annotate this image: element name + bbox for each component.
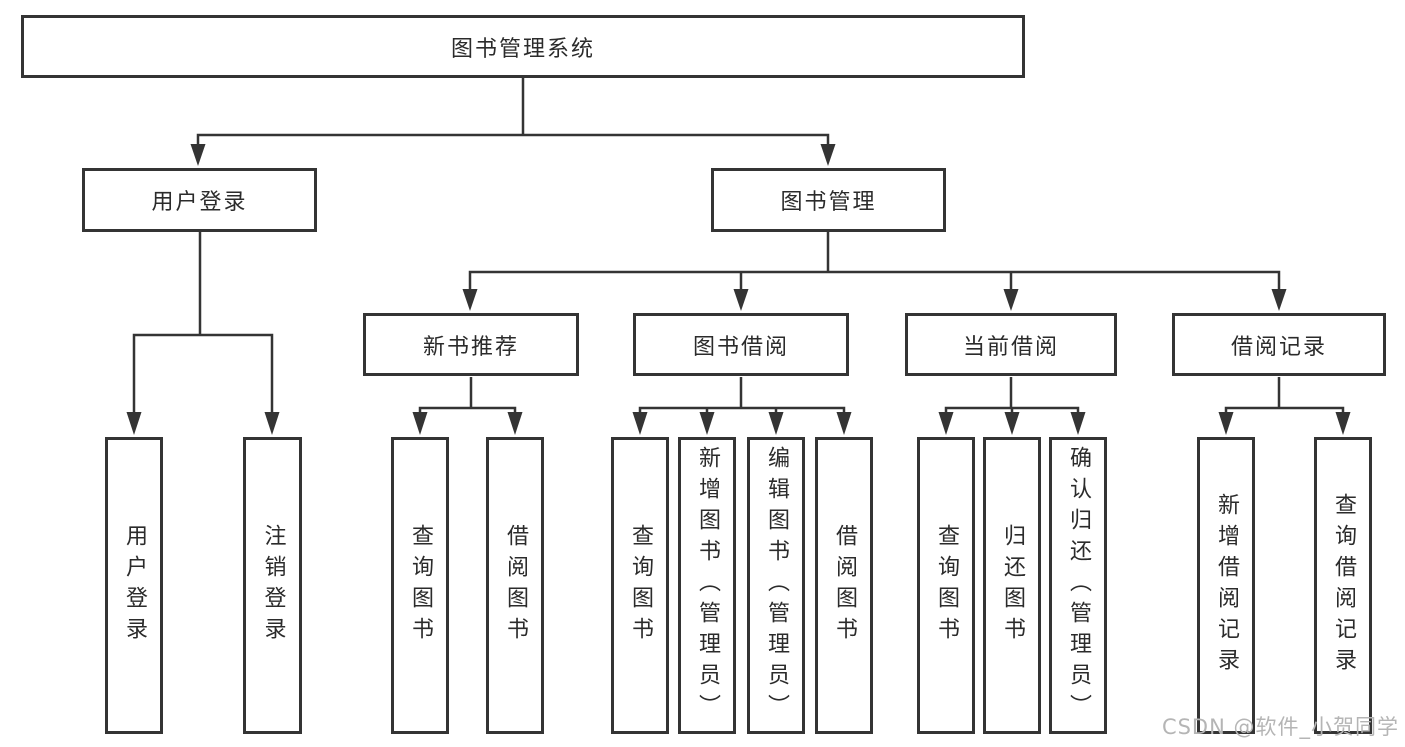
leaf-label: 注销登录 [260,523,286,648]
leaf-label: 新增图书（管理员） [695,446,720,725]
node-book-borrow: 图书借阅 [633,313,849,376]
leaf-label: 查询图书 [628,523,653,648]
leaf-label: 归还图书 [1000,523,1025,648]
leaf-label: 用户登录 [122,523,147,648]
leaf-confirm-return-admin: 确认归还（管理员） [1049,437,1107,734]
leaf-edit-book-admin: 编辑图书（管理员） [747,437,805,734]
node-root: 图书管理系统 [21,15,1025,78]
leaf-return-book: 归还图书 [983,437,1041,734]
leaf-label: 查询图书 [408,523,433,648]
node-new-book-recommend: 新书推荐 [363,313,579,376]
leaf-add-borrow-record: 新增借阅记录 [1197,437,1255,734]
leaf-user-login: 用户登录 [105,437,163,734]
node-current-borrow: 当前借阅 [905,313,1117,376]
leaf-logout-login: 注销登录 [243,437,302,734]
leaf-borrow-books: 借阅图书 [815,437,873,734]
leaf-label: 查询图书 [934,523,959,648]
leaf-query-books-borrow: 查询图书 [611,437,669,734]
leaf-query-books-recommend: 查询图书 [391,437,449,734]
node-borrow-records: 借阅记录 [1172,313,1386,376]
leaf-query-books-current: 查询图书 [917,437,975,734]
leaf-borrow-books-recommend: 借阅图书 [486,437,544,734]
leaf-label: 新增借阅记录 [1214,492,1239,679]
leaf-add-book-admin: 新增图书（管理员） [678,437,736,734]
watermark: CSDN @软件_小贺同学 [1161,715,1399,739]
leaf-query-borrow-record: 查询借阅记录 [1314,437,1372,734]
leaf-label: 确认归还（管理员） [1066,446,1091,725]
node-book-management: 图书管理 [711,168,946,232]
node-user-login: 用户登录 [82,168,317,232]
leaf-label: 编辑图书（管理员） [764,446,789,725]
leaf-label: 借阅图书 [503,523,528,648]
leaf-label: 查询借阅记录 [1331,492,1356,679]
leaf-label: 借阅图书 [832,523,857,648]
